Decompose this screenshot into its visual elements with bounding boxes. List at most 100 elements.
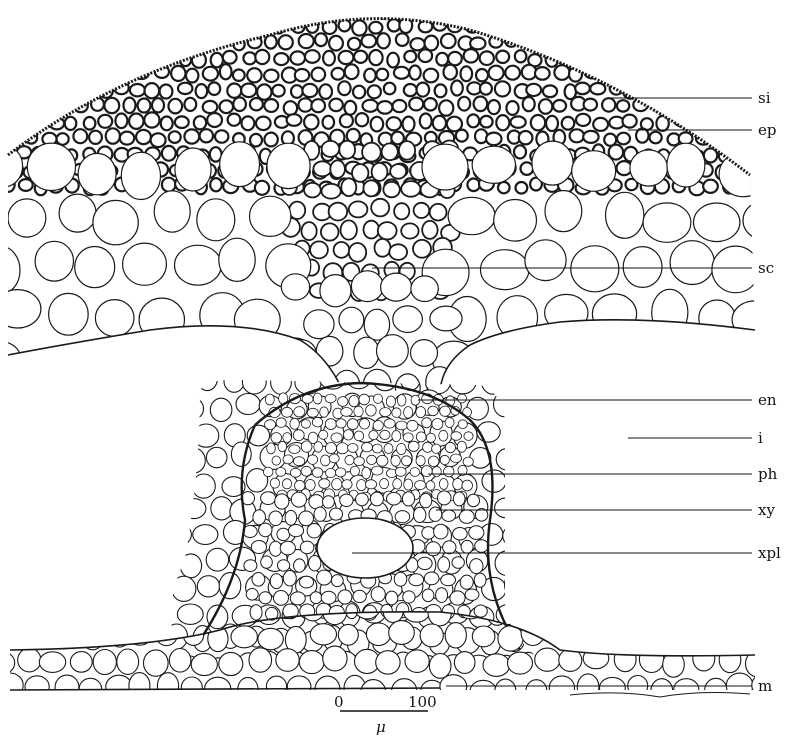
epidermal-cell [55,68,70,79]
epidermal-cell [59,37,74,49]
epidermal-cell [672,19,684,32]
mesophyll-cell [0,673,23,697]
epidermal-cell [26,35,37,50]
epidermal-cell [601,2,613,16]
epidermal-cell [274,53,288,65]
parenchyma-cell [472,146,515,183]
parenchyma-cell [59,194,96,232]
sclerenchyma-cell [310,241,328,258]
mesophyll-cell [782,622,801,646]
xylem-cell [244,560,257,572]
epidermal-cell [162,178,176,192]
epidermal-cell [708,52,720,66]
phloem-cell [332,478,342,490]
phloem-cell [357,480,367,491]
epidermal-cell [1,116,15,130]
epidermal-cell [171,66,185,81]
bundle-sheath-cell [535,370,557,395]
xylem-cell [294,559,306,572]
epidermal-cell [65,117,77,130]
parenchyma-cell [165,340,211,379]
epidermal-cell [323,116,335,129]
epidermal-cell [391,5,406,17]
parenchyma-cell [0,342,21,380]
epidermal-cell [328,2,342,16]
epidermal-cell [377,101,392,114]
epidermal-cell [298,98,312,111]
epidermal-cell [510,116,525,127]
epidermal-cell [160,85,173,99]
label-m: m [758,677,772,695]
epidermal-cell [49,50,61,62]
epidermal-cell [25,97,37,112]
epidermal-cell [81,81,94,96]
bundle-sheath-cell [197,576,219,597]
epidermal-cell [657,52,669,64]
phloem-cell [462,480,473,491]
epidermal-cell [498,182,510,193]
xylem-cell [283,571,296,586]
parenchyma-cell [320,275,351,307]
epidermal-cell [146,54,158,66]
xylem-cell [278,560,290,571]
phloem-cell [404,407,413,419]
epidermal-cell [436,53,448,66]
epidermal-cell [656,18,668,31]
parenchyma-cell [83,342,120,384]
xylem-cell [270,574,282,589]
phloem-cell [397,395,406,407]
epidermal-cell [685,99,697,111]
epidermal-cell [427,4,439,19]
epidermal-cell [371,117,384,132]
phloem-cell [367,455,377,464]
epidermal-cell [570,129,584,142]
epidermal-cell [410,38,424,50]
epidermal-cell [129,19,142,31]
epidermal-cell [200,3,213,15]
phloem-cell [372,466,383,475]
epidermal-cell [362,35,377,48]
epidermal-cell [687,114,702,128]
epidermal-cell [601,34,616,48]
xylem-cell [288,525,303,537]
epidermal-cell [738,51,753,66]
sclerenchyma-cell [401,181,420,197]
epidermal-cell [526,84,541,96]
epidermal-cell [712,69,726,84]
xylem-cell [310,592,322,604]
bundle-sheath-cell [271,370,292,395]
epidermal-cell [546,51,559,66]
epidermal-cell [185,36,200,48]
phloem-cell [445,442,455,452]
xylem-cell [402,492,414,506]
phloem-cell [428,406,438,416]
epidermal-cell [712,1,727,15]
label-en: en [758,391,777,409]
mesophyll-cell [639,646,663,672]
mesophyll-cell [219,652,243,675]
sclerenchyma-cell [304,183,321,198]
epidermal-cell [137,34,151,46]
epidermal-cell [783,178,798,190]
epidermal-cell [220,100,233,113]
mesophyll-cell [507,597,529,620]
phloem-cell [313,393,322,404]
bundle-sheath-cell [482,369,505,394]
epidermal-cell [329,99,342,112]
epidermal-cell [40,37,55,49]
mesophyll-cell [420,624,443,647]
xylem-cell [475,540,489,553]
epidermal-cell [569,67,582,82]
epidermal-cell [323,51,335,66]
bundle-sheath-cell [169,525,191,545]
epidermal-cell [699,100,714,113]
epidermal-cell [777,36,791,48]
epidermal-cell [571,4,584,17]
phloem-cell [272,456,281,465]
epidermal-cell [153,2,165,17]
mesophyll-cell [25,676,49,698]
phloem-cell [293,457,304,466]
epidermal-cell [99,54,111,66]
epidermal-cell [499,18,511,31]
